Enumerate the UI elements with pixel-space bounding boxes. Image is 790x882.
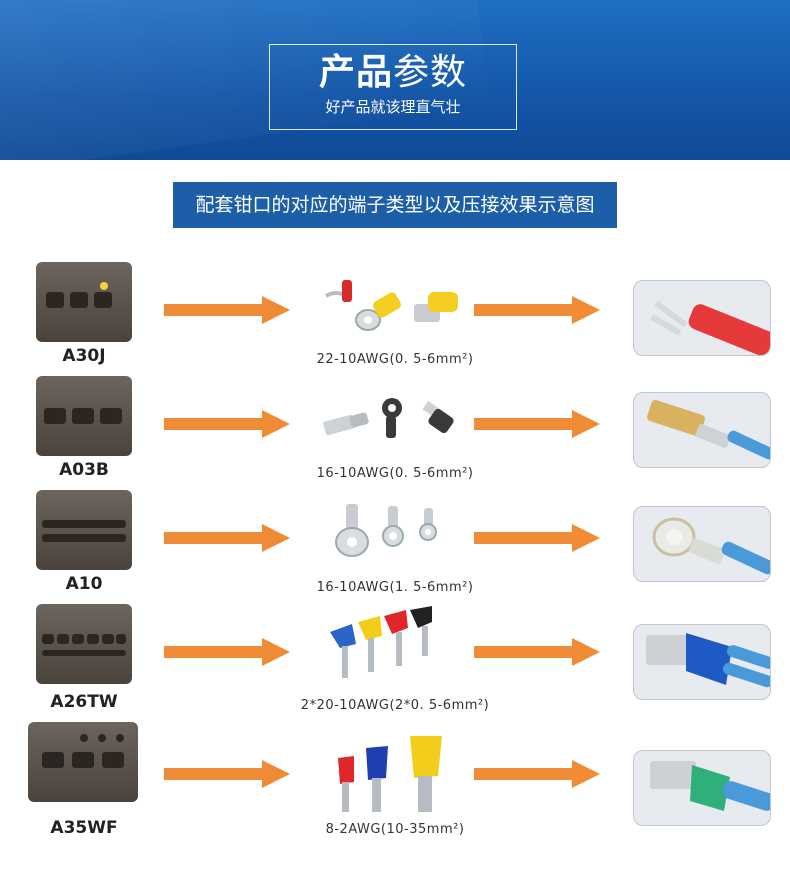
page-title: 产品参数 [270,51,516,95]
product-row: A10 16-10AWG(1. 5-6mm²) [0,490,790,602]
product-row: A30J 22-10AWG(0. 5-6mm²) [0,262,790,374]
terminals-image [330,606,432,678]
arrow-icon [164,296,290,324]
title-box: 产品参数 好产品就该理直气壮 [269,44,517,130]
crimp-die-image [36,490,132,570]
terminals-image [323,398,454,438]
arrow-icon [474,760,600,788]
crimp-result-image [633,280,771,356]
model-label: A30J [62,346,106,366]
product-row: A35WF 8-2AWG(10-35mm²) [0,722,790,838]
arrow-icon [474,410,600,438]
crimp-die-image [36,262,132,342]
model-label: A03B [59,460,109,480]
crimp-die-image [36,376,132,456]
model-label: A35WF [50,818,118,838]
arrow-icon [474,296,600,324]
arrow-icon [164,524,290,552]
arrow-icon [164,638,290,666]
arrow-icon [474,638,600,666]
section-title: 配套钳口的对应的端子类型以及压接效果示意图 [173,182,617,228]
model-label: A10 [65,574,103,594]
arrow-icon [164,410,290,438]
model-label: A26TW [50,692,118,712]
terminals-image [338,736,442,812]
header-banner: 产品参数 好产品就该理直气壮 [0,0,790,160]
crimp-result-image [633,624,771,700]
product-row: A26TW 2*20-10AWG(2*0. 5-6mm²) [0,604,790,716]
crimp-result-image [633,506,771,582]
title-bold: 产品 [318,52,393,93]
product-row: A03B 16-10AWG(0. 5-6mm²) [0,376,790,488]
spec-label: 16-10AWG(0. 5-6mm²) [316,466,474,481]
spec-label: 8-2AWG(10-35mm²) [325,822,465,837]
arrow-icon [474,524,600,552]
page-subtitle: 好产品就该理直气壮 [325,98,461,116]
terminals-image [324,280,458,331]
spec-label: 2*20-10AWG(2*0. 5-6mm²) [300,698,490,713]
spec-label: 22-10AWG(0. 5-6mm²) [316,352,474,367]
arrow-icon [164,760,290,788]
crimp-die-image [36,604,132,684]
spec-label: 16-10AWG(1. 5-6mm²) [316,580,474,595]
crimp-result-image [633,392,771,468]
title-normal: 参数 [393,52,468,93]
crimp-die-image [28,722,138,802]
crimp-result-image [633,750,771,826]
terminals-image [335,504,437,557]
